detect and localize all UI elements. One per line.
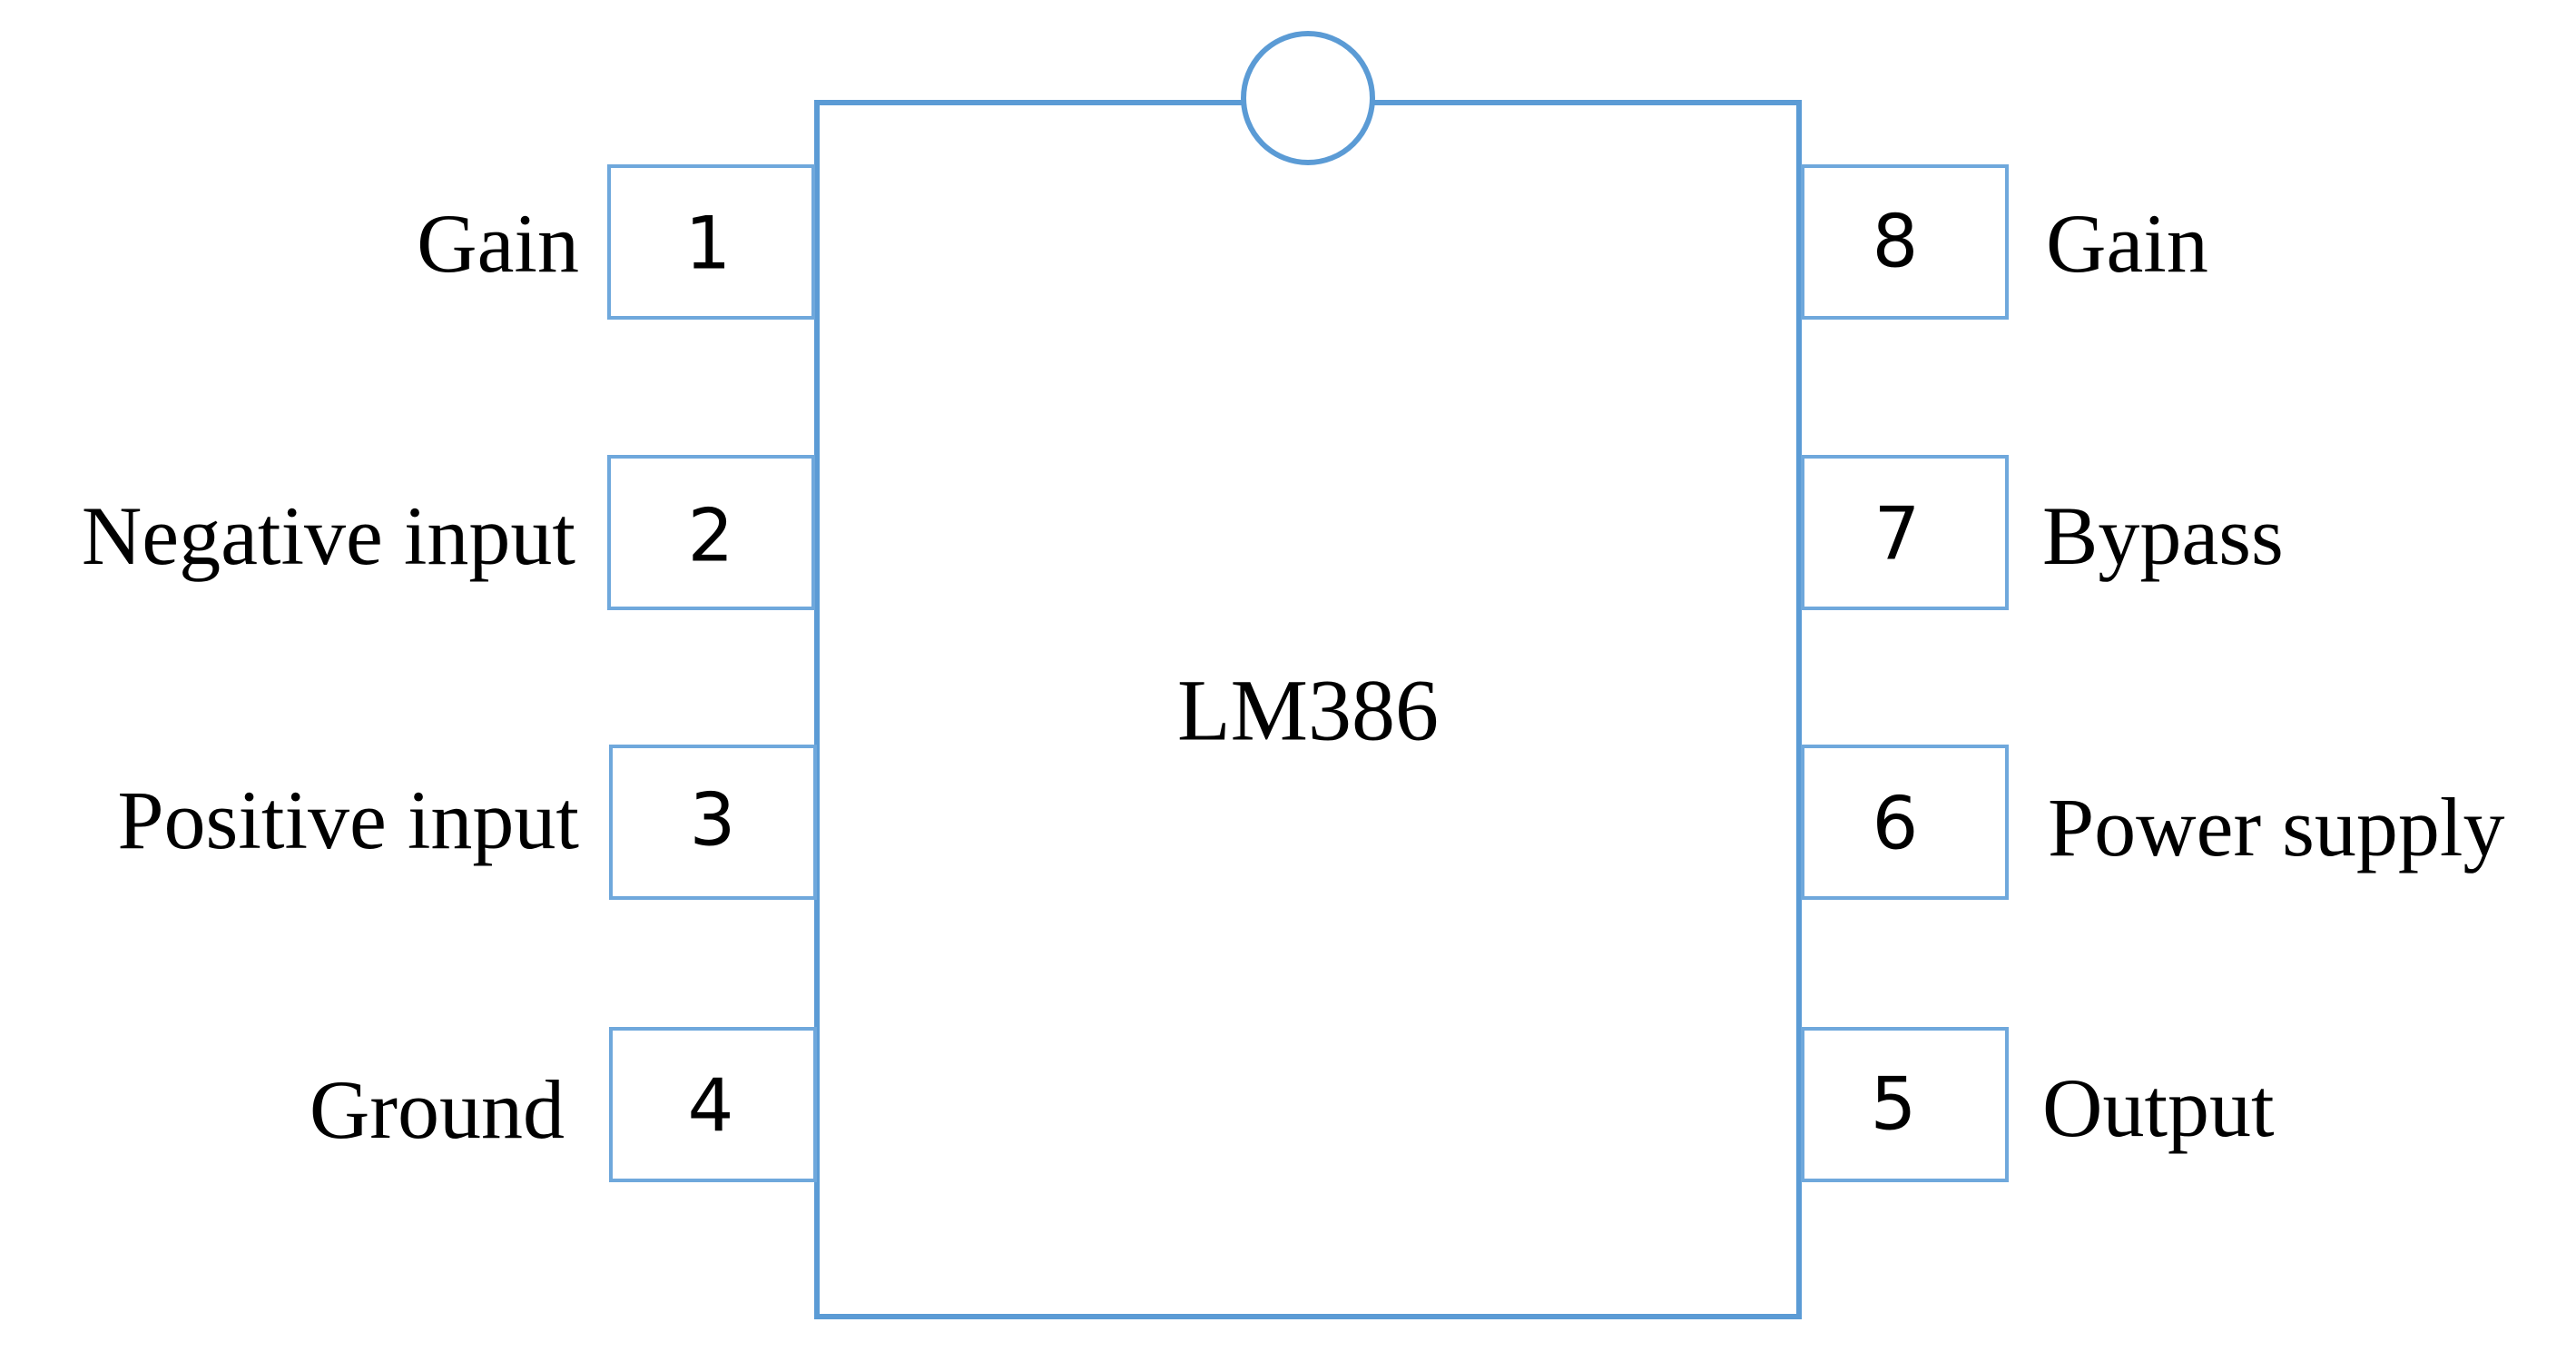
pin-number: 8 (1873, 200, 1919, 284)
pin-box (609, 1027, 817, 1182)
pin-box (607, 455, 815, 610)
pin-box (609, 745, 817, 900)
chip-name: LM386 (1177, 662, 1439, 759)
pin-label: Bypass (2042, 489, 2284, 582)
pin-number: 4 (688, 1064, 734, 1149)
pin-box (1801, 745, 2009, 900)
right-pin-8: 8 Gain (1801, 164, 2208, 320)
pin-label: Power supply (2048, 781, 2504, 873)
pin-label: Output (2042, 1061, 2275, 1154)
left-pin-2: 2 Negative input (82, 455, 815, 610)
pin-number: 1 (685, 202, 732, 286)
right-pin-5: 5 Output (1801, 1027, 2275, 1182)
pin-box (607, 164, 815, 320)
right-pin-6: 6 Power supply (1801, 745, 2504, 900)
pin-label: Positive input (117, 774, 579, 866)
pin-label: Gain (2046, 197, 2208, 290)
pin-label: Ground (310, 1063, 565, 1156)
pin-box (1801, 164, 2009, 320)
pin-number: 5 (1871, 1062, 1917, 1147)
orientation-notch (1241, 31, 1375, 165)
pin-box (1801, 455, 2009, 610)
pin-label: Negative input (82, 489, 576, 582)
pin-number: 6 (1873, 782, 1919, 866)
left-pin-3: 3 Positive input (117, 745, 817, 900)
pin-box (1801, 1027, 2009, 1182)
left-pin-4: 4 Ground (310, 1027, 817, 1182)
left-pin-1: 1 Gain (417, 164, 815, 320)
pin-number: 7 (1874, 492, 1921, 577)
pin-number: 3 (690, 778, 736, 863)
pin-label: Gain (417, 197, 579, 290)
right-pin-7: 7 Bypass (1801, 455, 2284, 610)
chip-body (814, 100, 1802, 1319)
pin-number: 2 (688, 494, 734, 578)
